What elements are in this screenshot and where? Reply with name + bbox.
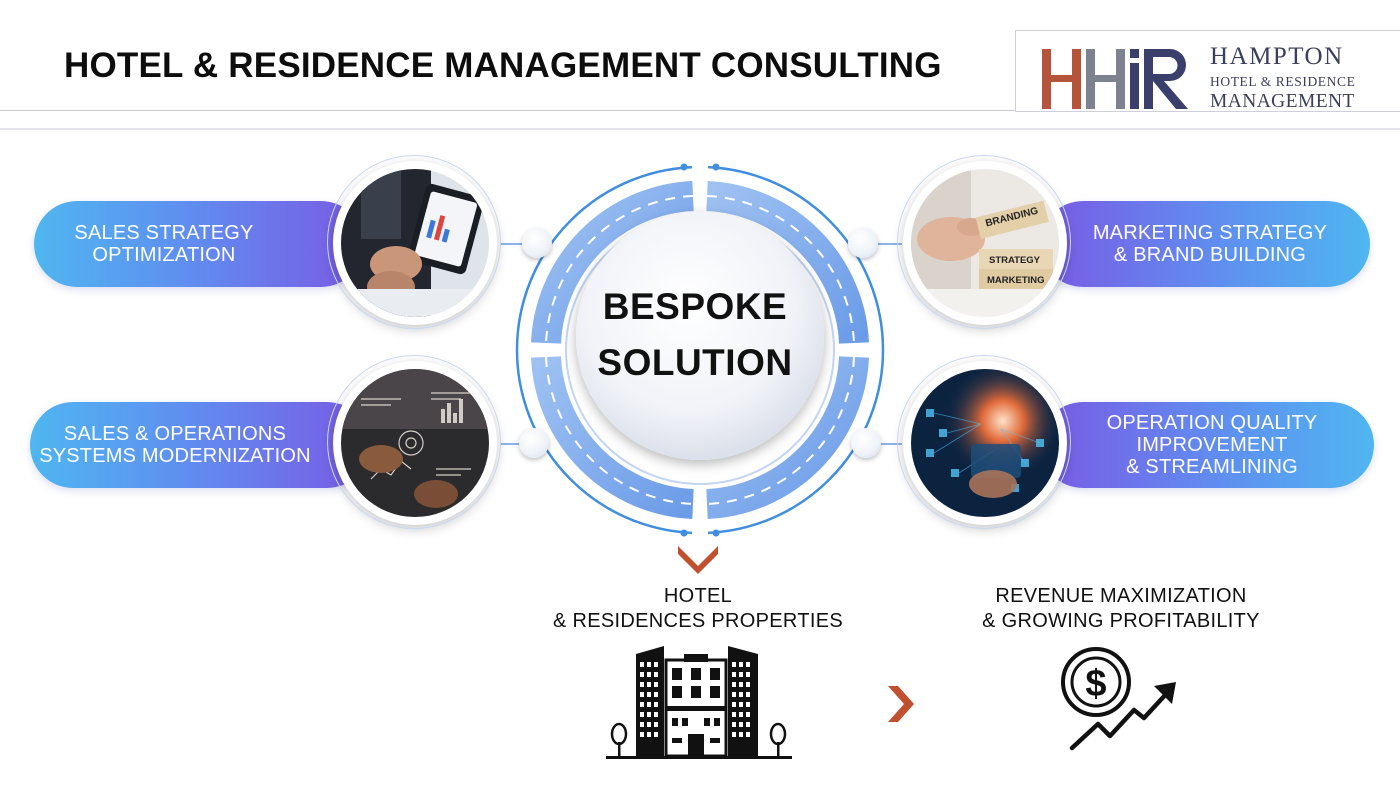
svg-text:$: $ (1085, 663, 1106, 705)
header-divider-lower (0, 128, 1400, 130)
logo-line-1: HAMPTON (1210, 43, 1344, 70)
service-marketing: MARKETING STRATEGY & BRAND BUILDING (1040, 201, 1370, 287)
service-operation-quality: OPERATION QUALITY IMPROVEMENT & STREAMLI… (1040, 402, 1374, 488)
service-sales-strategy-label: SALES STRATEGY OPTIMIZATION (74, 222, 254, 266)
outcome-properties-label: HOTEL & RESIDENCES PROPERTIES (553, 585, 843, 632)
photo-circle-operations (897, 355, 1071, 529)
branding-blocks-photo: BRANDING STRATEGY MARKETING (911, 169, 1059, 317)
photo-circle-marketing: BRANDING STRATEGY MARKETING (897, 155, 1071, 329)
connector-top-left (500, 243, 530, 245)
photo-circle-systems (327, 355, 501, 529)
page-title: HOTEL & RESIDENCE MANAGEMENT CONSULTING (64, 46, 942, 85)
service-sales-strategy: SALES STRATEGY OPTIMIZATION (34, 201, 364, 287)
connector-top-right (872, 243, 902, 245)
logo-line-2: HOTEL & RESIDENCE (1210, 74, 1356, 89)
service-systems-modernization-label: SALES & OPERATIONS SYSTEMS MODERNIZATION (39, 423, 311, 467)
center-title-line-2: SOLUTION (597, 342, 793, 383)
chevron-down-icon (678, 546, 718, 574)
connector-knob (519, 428, 549, 458)
photo-label-marketing: MARKETING (987, 275, 1045, 286)
connector-knob (851, 428, 881, 458)
connector-bottom-left (500, 443, 530, 445)
connector-bottom-right (872, 443, 902, 445)
technology-network-photo (911, 369, 1059, 517)
buildings-icon (606, 646, 792, 759)
photo-circle-sales (327, 155, 501, 329)
center-title-line-1: BESPOKE (602, 286, 788, 327)
business-analytics-photo (341, 169, 489, 317)
center-hub-graphic (515, 162, 885, 538)
connector-knob (522, 228, 552, 258)
outcome-revenue-label: REVENUE MAXIMIZATION & GROWING PROFITABI… (982, 585, 1260, 632)
logo-line-3: MANAGEMENT (1210, 91, 1355, 112)
service-systems-modernization: SALES & OPERATIONS SYSTEMS MODERNIZATION (30, 402, 370, 488)
service-operation-quality-label: OPERATION QUALITY IMPROVEMENT & STREAMLI… (1106, 412, 1318, 478)
digital-systems-photo (341, 369, 489, 517)
company-logo: HAMPTON HOTEL & RESIDENCE MANAGEMENT (1015, 30, 1400, 112)
revenue-growth-icon: $ (1061, 647, 1176, 751)
photo-label-strategy: STRATEGY (989, 255, 1041, 266)
service-marketing-label: MARKETING STRATEGY & BRAND BUILDING (1092, 222, 1328, 266)
hhir-monogram (1042, 49, 1188, 109)
connector-knob (848, 228, 878, 258)
chevron-right-icon (888, 686, 914, 722)
header-divider (0, 110, 1016, 111)
